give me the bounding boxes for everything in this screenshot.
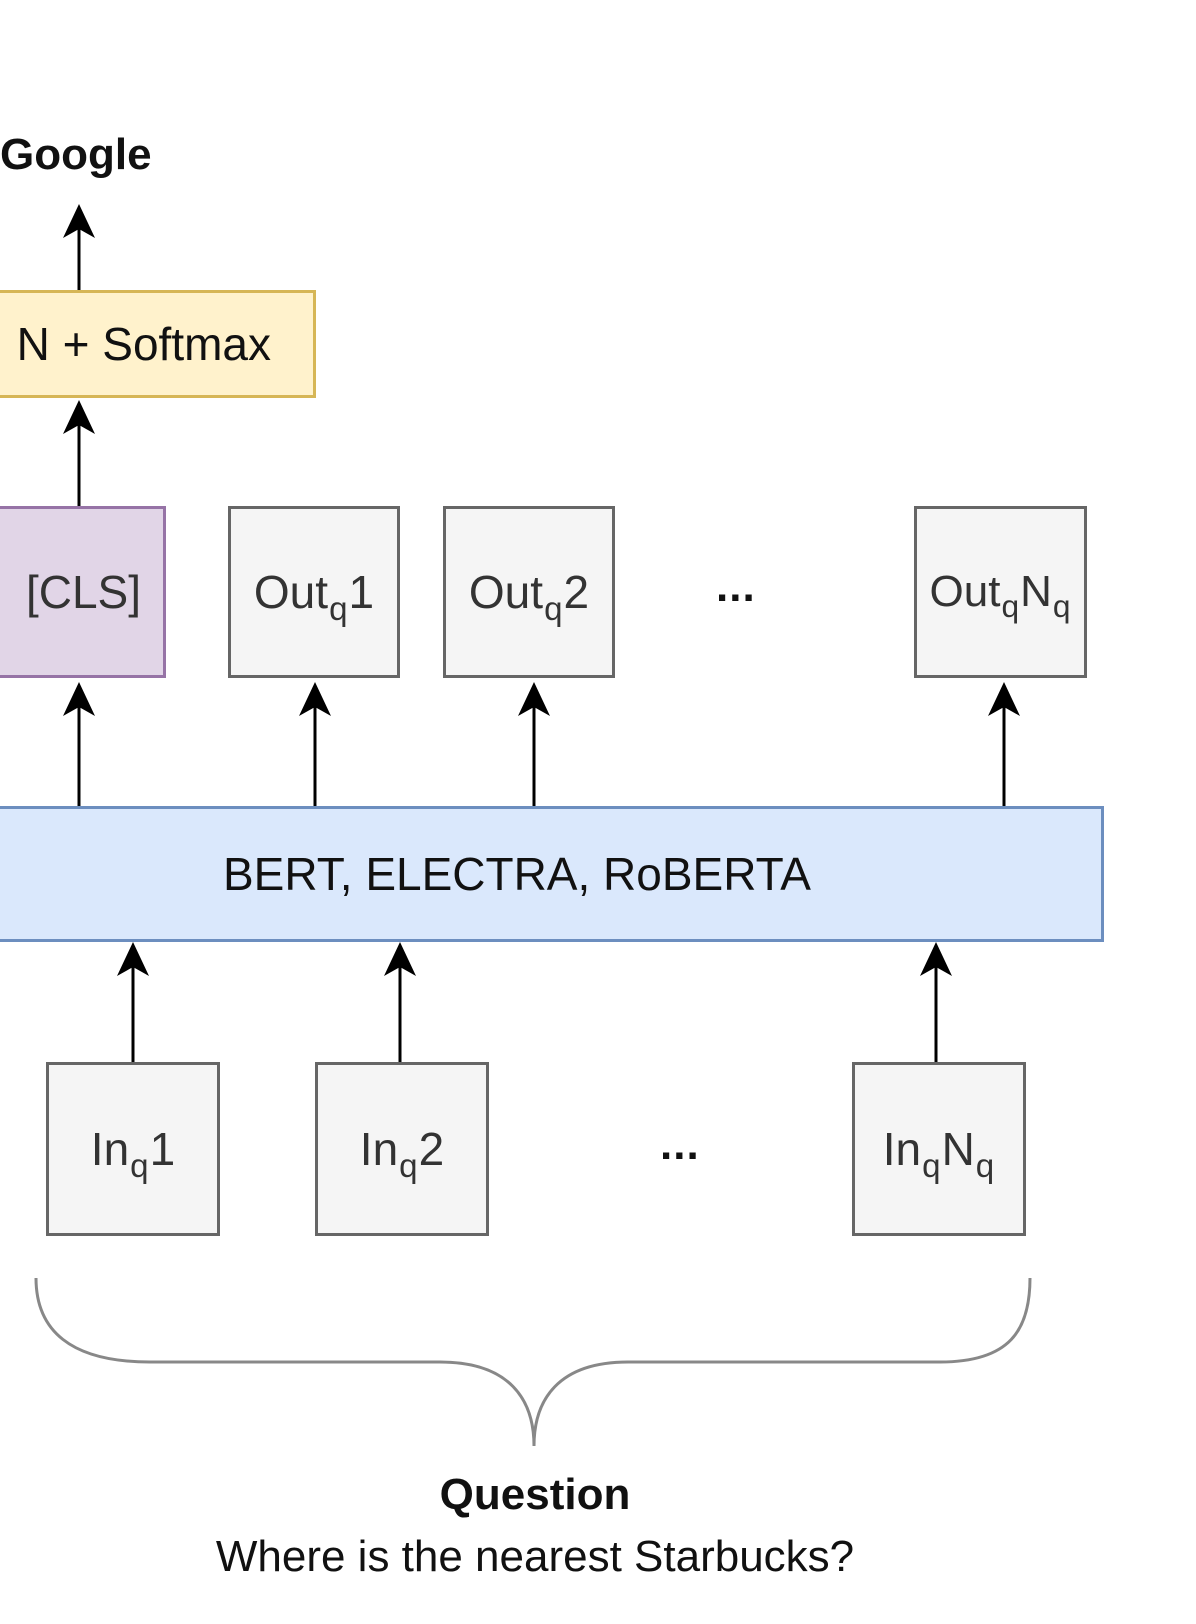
arrow-inN-to-encoder	[920, 942, 952, 1062]
arrow-in2-to-encoder	[384, 942, 416, 1062]
output-token-2-label: Outq2	[468, 566, 590, 628]
arrow-cls-to-ffn	[63, 400, 95, 506]
arrow-in1-to-encoder	[117, 942, 149, 1062]
question-brace	[34, 1277, 1032, 1447]
question-title: Question	[439, 1470, 631, 1519]
encoder-label: BERT, ELECTRA, RoBERTA	[223, 848, 811, 900]
ffn-softmax-box: N + Softmax	[0, 290, 316, 398]
cls-token-label: [CLS]	[25, 566, 141, 618]
arrow-encoder-to-out1	[299, 682, 331, 806]
ffn-softmax-label: N + Softmax	[16, 318, 271, 370]
arrow-ffn-to-output	[63, 204, 95, 290]
input-ellipsis: ...	[660, 1120, 700, 1169]
output-token-2: Outq2	[443, 506, 615, 678]
output-token-1-label: Outq1	[253, 566, 375, 628]
output-token-n-label: OutqNq	[929, 567, 1071, 625]
arrow-encoder-to-out2	[518, 682, 550, 806]
arrow-encoder-to-outN	[988, 682, 1020, 806]
input-token-2: Inq2	[315, 1062, 489, 1236]
question-text: Where is the nearest Starbucks?	[215, 1532, 855, 1581]
cls-token-box: [CLS]	[0, 506, 166, 678]
output-token-n: OutqNq	[914, 506, 1087, 678]
output-ellipsis: ...	[716, 562, 756, 611]
output-label: Google	[0, 130, 152, 179]
input-token-n-label: InqNq	[882, 1123, 995, 1185]
encoder-bar: BERT, ELECTRA, RoBERTA	[0, 806, 1104, 942]
input-token-1-label: Inq1	[90, 1123, 176, 1185]
output-token-1: Outq1	[228, 506, 400, 678]
input-token-1: Inq1	[46, 1062, 220, 1236]
input-token-n: InqNq	[852, 1062, 1026, 1236]
arrow-encoder-to-cls	[63, 682, 95, 806]
input-token-2-label: Inq2	[359, 1123, 445, 1185]
